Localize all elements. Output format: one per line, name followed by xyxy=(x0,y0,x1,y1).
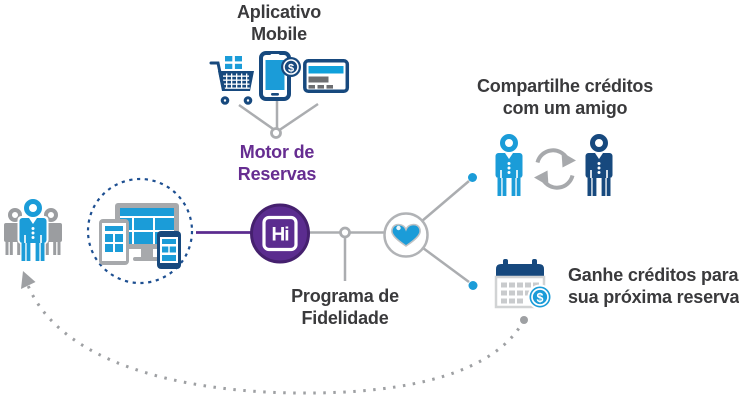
person-blue xyxy=(496,137,523,197)
phone-dollar-icon: $ xyxy=(259,51,301,101)
sync-arrows-icon xyxy=(534,148,576,190)
share-people-icons xyxy=(496,137,613,197)
cart-connector xyxy=(238,103,277,133)
arrowhead xyxy=(21,271,36,289)
logo-text: Hi xyxy=(272,225,289,246)
heart-to-share-line xyxy=(421,180,470,222)
label-motor-de-reservas: Motor de Reservas xyxy=(237,142,317,184)
label-aplicativo-mobile: Aplicativo Mobile xyxy=(236,2,322,44)
earn-endpoint-dot xyxy=(468,281,478,290)
junction-node-top xyxy=(270,127,282,139)
label-ganhe-creditos: Ganhe créditos para sua próxima reserva xyxy=(568,265,739,307)
credit-card-icon xyxy=(303,59,350,94)
dotted-return-arrow xyxy=(21,271,528,395)
dollar-symbol: $ xyxy=(288,62,294,74)
people-group-icon xyxy=(2,196,64,262)
cart-icon xyxy=(209,56,254,105)
card-connector xyxy=(277,102,319,133)
label-programa-de-fidelidade: Programa de Fidelidade xyxy=(291,286,399,328)
share-endpoint-dot xyxy=(468,173,477,182)
heart-to-earn-line xyxy=(422,246,470,284)
devices-icon xyxy=(86,177,194,285)
loyalty-heart-icon xyxy=(383,212,429,258)
arc-start-dot xyxy=(520,316,528,324)
person-navy xyxy=(586,137,613,197)
booking-engine-logo: Hi xyxy=(250,203,310,264)
dollar-symbol: $ xyxy=(537,291,544,305)
calendar-dollar-icon: $ xyxy=(494,259,553,310)
junction-node-middle xyxy=(339,226,351,239)
label-compartilhe-creditos: Compartilhe créditos com um amigo xyxy=(476,76,654,118)
